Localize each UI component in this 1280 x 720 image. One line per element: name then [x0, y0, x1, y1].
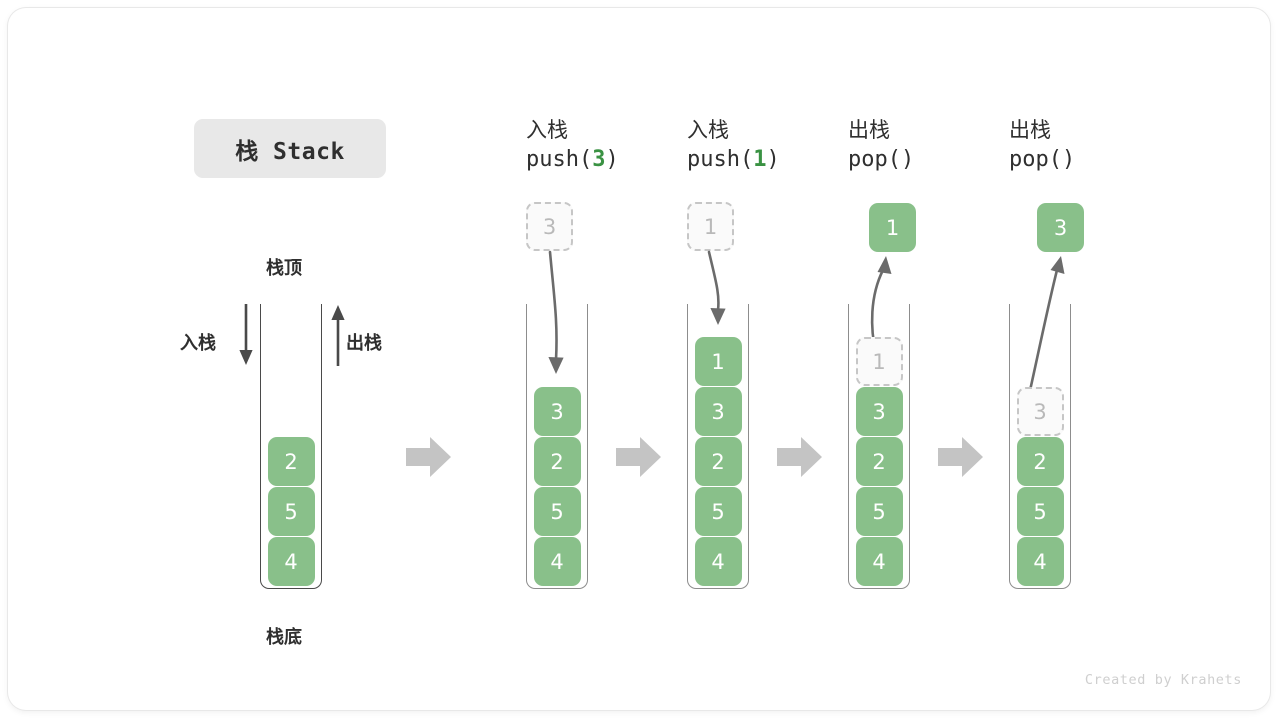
stack-top-label: 栈顶 — [266, 258, 302, 279]
diagram-title-chip: 栈 Stack — [194, 119, 386, 178]
stack-cell: 2 — [267, 437, 315, 486]
stack-cell: 2 — [855, 437, 903, 486]
column-header-pop-1: 出栈 pop() — [848, 116, 1018, 174]
push-direction-label: 入栈 — [180, 333, 216, 354]
transition-arrow-icon-3 — [777, 437, 822, 477]
pending-push-cell-3: 3 — [526, 202, 573, 251]
stack-cell: 2 — [533, 437, 581, 486]
column-header-cn-push-3: 入栈 — [526, 118, 568, 142]
stack-cell: 5 — [855, 487, 903, 536]
stack-cell: 3 — [855, 387, 903, 436]
column-header-code-pop-1: pop() — [848, 145, 1018, 175]
stack-container-pop-1 — [848, 304, 910, 589]
push-motion-arrow-icon-1 — [707, 250, 726, 325]
code-arg: 3 — [592, 146, 606, 172]
stack-cell: 4 — [855, 537, 903, 586]
popped-value-cell-2: 3 — [1037, 203, 1084, 252]
stack-container-push-1 — [687, 304, 749, 589]
push-motion-arrow-icon-3 — [548, 250, 564, 374]
column-header-cn-pop-2: 出栈 — [1009, 118, 1051, 142]
stack-container-initial — [260, 304, 322, 589]
stack-cell: 4 — [267, 537, 315, 586]
popped-value-cell-1: 1 — [869, 203, 916, 252]
code-pre: push( — [526, 146, 593, 172]
stack-cell: 4 — [694, 537, 742, 586]
stack-container-pop-2 — [1009, 304, 1071, 589]
stack-cell: 5 — [267, 487, 315, 536]
stack-cell: 1 — [855, 337, 903, 386]
stack-cell: 4 — [533, 537, 581, 586]
code-post: ) — [900, 146, 915, 172]
code-pre: push( — [687, 146, 754, 172]
transition-arrow-icon-2 — [616, 437, 661, 477]
pending-push-cell-1: 1 — [687, 202, 734, 251]
column-header-cn-push-1: 入栈 — [687, 118, 729, 142]
stack-cell: 2 — [694, 437, 742, 486]
stack-cell: 2 — [1016, 437, 1064, 486]
column-header-push-3: 入栈 push(3) — [526, 116, 696, 174]
stack-cell: 5 — [533, 487, 581, 536]
code-pre: pop( — [1009, 146, 1062, 172]
code-post: ) — [1061, 146, 1076, 172]
code-arg: 1 — [753, 146, 767, 172]
stack-bottom-label: 栈底 — [266, 627, 302, 648]
column-header-cn-pop-1: 出栈 — [848, 118, 890, 142]
stack-cell: 1 — [694, 337, 742, 386]
column-header-code-push-1: push(1) — [687, 145, 857, 175]
transition-arrow-icon-1 — [406, 437, 451, 477]
column-header-code-pop-2: pop() — [1009, 145, 1179, 175]
watermark-credit: Created by Krahets — [1084, 672, 1242, 688]
column-header-pop-2: 出栈 pop() — [1009, 116, 1179, 174]
stack-container-push-3 — [526, 304, 588, 589]
stack-cell: 3 — [533, 387, 581, 436]
pop-direction-arrow-icon — [331, 305, 345, 366]
code-post: ) — [766, 146, 780, 172]
column-header-code-push-3: push(3) — [526, 145, 696, 175]
code-post: ) — [605, 146, 619, 172]
stack-cell: 4 — [1016, 537, 1064, 586]
stack-cell: 5 — [694, 487, 742, 536]
stack-cell: 5 — [1016, 487, 1064, 536]
transition-arrow-icon-4 — [938, 437, 983, 477]
column-header-push-1: 入栈 push(1) — [687, 116, 857, 174]
push-direction-arrow-icon — [239, 304, 253, 365]
stack-cell: 3 — [694, 387, 742, 436]
stack-cell: 3 — [1016, 387, 1064, 436]
pop-direction-label: 出栈 — [346, 333, 382, 354]
code-pre: pop( — [848, 146, 901, 172]
